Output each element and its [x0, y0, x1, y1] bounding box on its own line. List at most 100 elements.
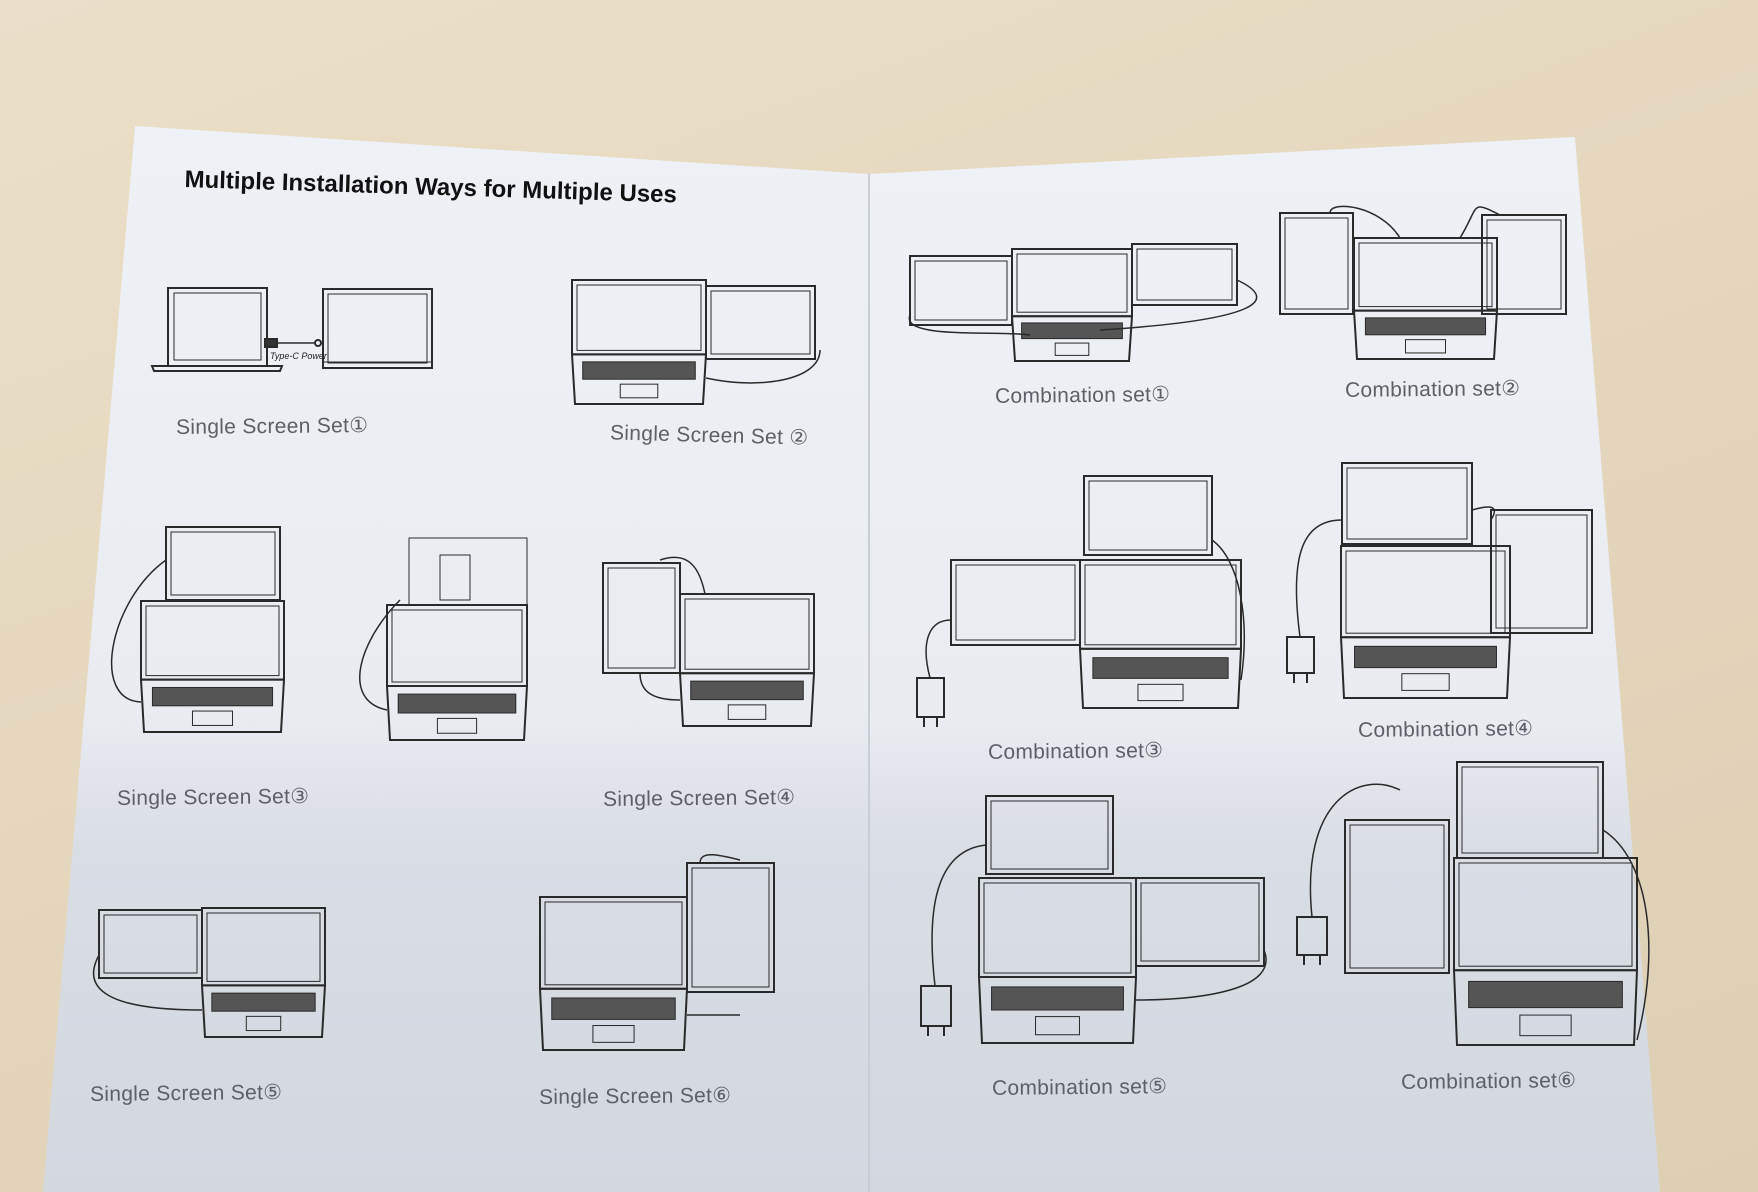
- charger-icon: [920, 985, 952, 1027]
- single-screen-set-4-label: Single Screen Set④: [602, 785, 796, 812]
- monitor-display-icon: [1088, 480, 1208, 551]
- charger-icon: [916, 677, 945, 718]
- keyboard-icon: [1354, 645, 1497, 669]
- trackpad-icon: [436, 717, 478, 734]
- combination-set-3-label: Combination set③: [987, 739, 1164, 764]
- laptop-display-icon: [684, 598, 810, 670]
- laptop-base-icon: [977, 976, 1138, 1044]
- charger-prongs-icon: [1293, 673, 1308, 683]
- monitor-icon: [1481, 214, 1567, 315]
- keyboard-icon: [1092, 657, 1229, 679]
- cable-icon: [639, 556, 706, 701]
- trackpad-icon: [1035, 1016, 1080, 1036]
- monitor-icon: [1279, 212, 1354, 315]
- laptop-base-icon: [200, 984, 327, 1038]
- laptop-display-icon: [983, 882, 1132, 974]
- monitor-display-icon: [1461, 766, 1599, 854]
- laptop-base-icon: [1452, 969, 1639, 1046]
- monitor-display-icon: [955, 564, 1076, 641]
- monitor-icon: [1341, 462, 1473, 545]
- usb-plug-icon: [264, 338, 278, 348]
- keyboard-icon: [1364, 317, 1487, 336]
- monitor-display-icon: [103, 914, 198, 974]
- charger-prongs-icon: [1303, 955, 1321, 965]
- laptop-display-icon: [173, 292, 262, 361]
- combination-set-2-label: Combination set②: [1344, 377, 1521, 402]
- single-screen-set-3-label: Single Screen Set③: [116, 784, 310, 811]
- single-screen-set-2-label: Single Screen Set ②: [609, 421, 809, 450]
- trackpad-icon: [1519, 1014, 1572, 1037]
- charger-icon: [1286, 636, 1315, 674]
- trackpad-icon: [727, 704, 767, 720]
- monitor-display-icon: [327, 293, 428, 364]
- laptop-display-icon: [1016, 253, 1128, 313]
- combination-set-5-label: Combination set⑤: [991, 1075, 1168, 1100]
- laptop-display-icon: [576, 284, 702, 351]
- cable-icon: [1309, 783, 1650, 1041]
- laptop-display-icon: [391, 609, 523, 683]
- laptop-display-icon: [206, 912, 321, 982]
- laptop-base-icon: [538, 987, 689, 1051]
- cable-icon: [687, 854, 741, 1016]
- monitor-display-icon: [1136, 248, 1233, 301]
- keyboard-icon: [211, 992, 316, 1012]
- monitor-display-icon: [691, 867, 770, 988]
- monitor-icon: [686, 862, 775, 993]
- monitor-icon: [705, 285, 816, 360]
- single-screen-set-6-label: Single Screen Set⑥: [538, 1083, 732, 1110]
- monitor-icon: [1135, 877, 1265, 967]
- cable-icon: [110, 559, 167, 703]
- cable-icon: [359, 599, 401, 711]
- cable-icon: [931, 844, 1267, 1001]
- trackpad-icon: [245, 1015, 282, 1032]
- cable-icon: [1329, 205, 1501, 239]
- left-page: [43, 126, 869, 1192]
- usb-c-plug-icon: [314, 339, 322, 347]
- trackpad-icon: [619, 383, 659, 399]
- combination-set-1-label: Combination set①: [994, 383, 1171, 408]
- type-c-power-label: Type-C Power: [270, 351, 327, 361]
- laptop-display-icon: [1358, 242, 1493, 308]
- monitor-display-icon: [1486, 219, 1562, 310]
- monitor-display-icon: [1349, 824, 1445, 969]
- laptop-base-icon: [385, 685, 529, 741]
- laptop-base-icon: [1010, 315, 1134, 362]
- trackpad-icon: [191, 710, 234, 726]
- monitor-display-icon: [170, 531, 276, 596]
- trackpad-icon: [1401, 673, 1450, 691]
- monitor-icon: [909, 255, 1013, 326]
- cable-icon: [1295, 506, 1496, 638]
- combination-set-4-label: Combination set④: [1357, 717, 1534, 742]
- laptop-display-icon: [1345, 550, 1506, 634]
- right-page: [869, 137, 1660, 1192]
- keyboard-icon: [1021, 322, 1123, 340]
- laptop-base-icon: [139, 678, 286, 733]
- laptop-base-icon: [1352, 309, 1499, 360]
- monitor-icon: [950, 559, 1081, 646]
- single-screen-set-5-label: Single Screen Set⑤: [89, 1080, 283, 1107]
- single-screen-set-1-label: Single Screen Set①: [175, 413, 369, 440]
- stand-icon: [408, 537, 528, 606]
- keyboard-icon: [151, 686, 274, 707]
- stand-bracket-icon: [439, 554, 471, 601]
- keyboard-icon: [690, 680, 804, 701]
- monitor-display-icon: [607, 567, 676, 669]
- combination-set-6-label: Combination set⑥: [1400, 1069, 1577, 1094]
- trackpad-icon: [1404, 339, 1447, 354]
- laptop-display-icon: [1458, 862, 1633, 967]
- monitor-display-icon: [1140, 882, 1260, 962]
- laptop-base-icon: [1339, 636, 1512, 699]
- monitor-display-icon: [990, 800, 1109, 870]
- trackpad-icon: [592, 1025, 635, 1043]
- monitor-display-icon: [1495, 514, 1588, 629]
- monitor-icon: [322, 288, 433, 369]
- monitor-icon: [1490, 509, 1593, 634]
- monitor-icon: [1083, 475, 1213, 556]
- trackpad-icon: [1137, 683, 1184, 702]
- laptop-display-icon: [1084, 564, 1237, 646]
- monitor-display-icon: [1284, 217, 1349, 310]
- cable-icon: [925, 539, 1245, 681]
- charger-prongs-icon: [927, 1026, 945, 1036]
- cable-icon: [93, 954, 203, 1011]
- laptop-display-icon: [145, 605, 280, 677]
